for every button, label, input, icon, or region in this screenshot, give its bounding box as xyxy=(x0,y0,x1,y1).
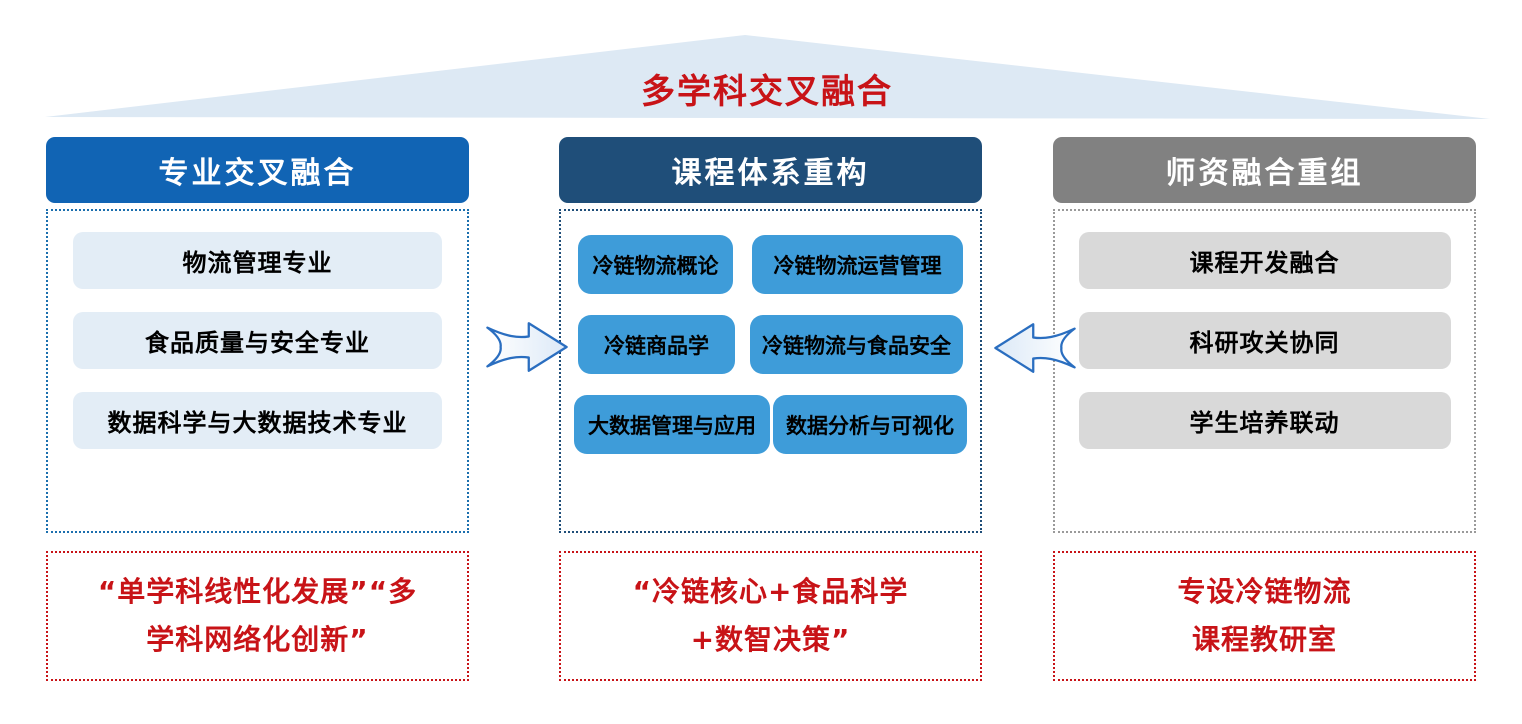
note-line: “冷链核心+食品科学 xyxy=(632,575,909,608)
column-majors-header: 专业交叉融合 xyxy=(46,137,469,203)
course-item: 冷链商品学 xyxy=(578,315,735,374)
course-row: 大数据管理与应用 数据分析与可视化 xyxy=(574,395,967,454)
column-faculty: 师资融合重组 课程开发融合 科研攻关协同 学生培养联动 专设冷链物流 课程教研室 xyxy=(1053,137,1476,683)
majors-note-box: “单学科线性化发展”“多 学科网络化创新” xyxy=(46,551,469,681)
banner-triangle xyxy=(45,35,1490,119)
major-item: 物流管理专业 xyxy=(73,232,442,289)
column-curriculum: 课程体系重构 冷链物流概论 冷链物流运营管理 冷链商品学 冷链物流与食品安全 大… xyxy=(559,137,982,683)
course-item: 冷链物流运营管理 xyxy=(752,235,963,294)
column-majors-list: 物流管理专业 食品质量与安全专业 数据科学与大数据技术专业 xyxy=(46,209,469,533)
course-item: 大数据管理与应用 xyxy=(574,395,770,454)
course-item: 冷链物流概论 xyxy=(578,235,733,294)
major-item: 数据科学与大数据技术专业 xyxy=(73,392,442,449)
major-item: 食品质量与安全专业 xyxy=(73,312,442,369)
course-row: 冷链物流概论 冷链物流运营管理 xyxy=(578,235,963,294)
course-row: 冷链商品学 冷链物流与食品安全 xyxy=(578,315,963,374)
note-line: 学科网络化创新” xyxy=(146,623,369,656)
course-item: 数据分析与可视化 xyxy=(773,395,967,454)
faculty-item: 科研攻关协同 xyxy=(1078,312,1451,369)
course-item: 冷链物流与食品安全 xyxy=(750,315,963,374)
column-curriculum-header: 课程体系重构 xyxy=(559,137,982,203)
column-faculty-list: 课程开发融合 科研攻关协同 学生培养联动 xyxy=(1053,209,1476,533)
left-arrow-icon xyxy=(994,323,1076,373)
note-line: +数智决策” xyxy=(690,623,851,656)
right-arrow-icon xyxy=(486,322,568,372)
faculty-note-box: 专设冷链物流 课程教研室 xyxy=(1053,551,1476,681)
faculty-item: 学生培养联动 xyxy=(1078,392,1451,449)
curriculum-note-box: “冷链核心+食品科学 +数智决策” xyxy=(559,551,982,681)
note-line: “单学科线性化发展”“多 xyxy=(97,575,418,608)
faculty-item: 课程开发融合 xyxy=(1078,232,1451,289)
diagram-title: 多学科交叉融合 xyxy=(641,72,893,112)
note-line: 专设冷链物流 xyxy=(1177,575,1352,608)
column-faculty-header: 师资融合重组 xyxy=(1053,137,1476,203)
note-line: 课程教研室 xyxy=(1191,623,1337,656)
course-grid: 冷链物流概论 冷链物流运营管理 冷链商品学 冷链物流与食品安全 大数据管理与应用… xyxy=(559,209,982,533)
column-majors: 专业交叉融合 物流管理专业 食品质量与安全专业 数据科学与大数据技术专业 “单学… xyxy=(46,137,469,683)
